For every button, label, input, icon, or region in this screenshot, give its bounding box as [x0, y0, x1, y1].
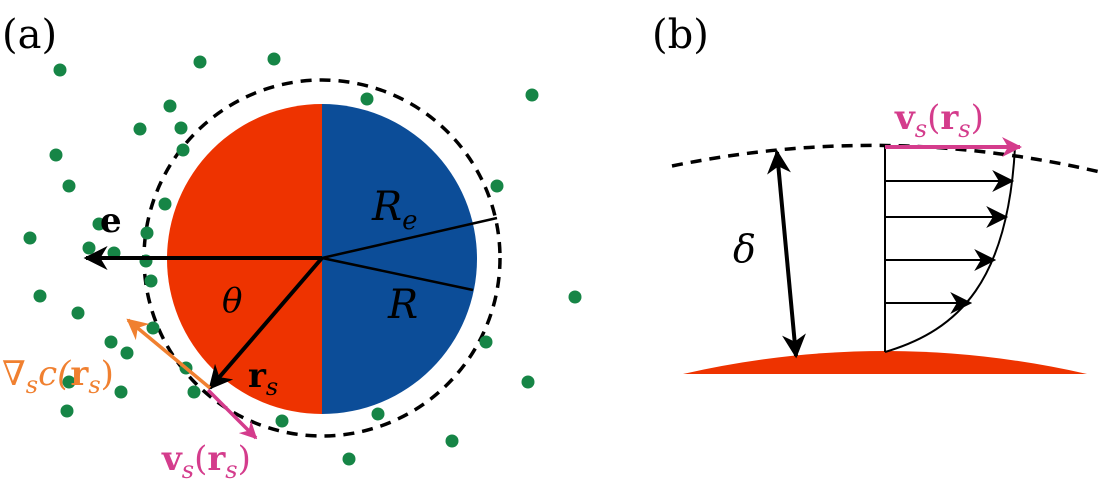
radius-Re-line	[321, 216, 498, 260]
radius-R-line	[321, 256, 474, 292]
thickness-arrow	[767, 149, 806, 359]
solute-dot	[371, 407, 385, 421]
solute-dot	[60, 404, 74, 418]
particle-surface	[683, 351, 1087, 374]
solute-particles	[23, 52, 582, 466]
label-e: e	[100, 201, 122, 241]
solute-dot	[33, 289, 47, 303]
solute-dot	[49, 148, 63, 162]
solute-dot	[62, 179, 76, 193]
panel-a: (a)	[2, 12, 582, 484]
solute-dot	[140, 226, 154, 240]
panel-a-label: (a)	[2, 12, 57, 58]
solute-dot	[82, 241, 96, 255]
label-gradient: ∇sc(rs)	[2, 354, 114, 399]
particle-right-half	[322, 104, 477, 414]
panel-b: (b) δ vs(rs)	[652, 12, 1101, 374]
solute-dot	[62, 375, 76, 389]
solute-dot	[267, 52, 281, 66]
label-delta: δ	[733, 227, 756, 271]
solute-dot	[445, 434, 459, 448]
solute-dot	[53, 63, 67, 77]
label-rs: rs	[248, 356, 278, 401]
position-arrow-rs	[208, 256, 324, 390]
solute-dot	[158, 197, 172, 211]
solute-dot	[176, 143, 190, 157]
label-slip-velocity: vs(rs)	[161, 439, 251, 484]
gradient-arrow	[126, 318, 212, 390]
solute-dot	[92, 217, 106, 231]
label-Re: Re	[371, 184, 418, 236]
velocity-profile-curve	[884, 146, 1016, 353]
solute-dot	[104, 335, 118, 349]
solute-dot	[360, 92, 374, 106]
label-theta: θ	[222, 281, 242, 321]
solute-dot	[568, 290, 582, 304]
label-slip-velocity-b: vs(rs)	[894, 98, 984, 143]
solute-dot	[479, 335, 493, 349]
solute-dot	[114, 385, 128, 399]
label-R: R	[387, 282, 418, 328]
solute-dot	[146, 321, 160, 335]
solute-dot	[521, 375, 535, 389]
solute-dot	[144, 274, 158, 288]
solute-dot	[187, 385, 201, 399]
solute-dot	[23, 231, 37, 245]
slip-velocity-arrow	[206, 388, 258, 440]
solute-dot	[71, 306, 85, 320]
solute-dot	[275, 414, 289, 428]
solute-dot	[174, 121, 188, 135]
solute-dot	[490, 179, 504, 193]
solute-dot	[525, 88, 539, 102]
solute-dot	[133, 122, 147, 136]
panel-b-label: (b)	[652, 12, 709, 58]
solute-dot	[342, 452, 356, 466]
solute-dot	[193, 55, 207, 69]
solute-dot	[163, 99, 177, 113]
profile-arrows	[885, 170, 1015, 314]
solute-dot	[120, 346, 134, 360]
